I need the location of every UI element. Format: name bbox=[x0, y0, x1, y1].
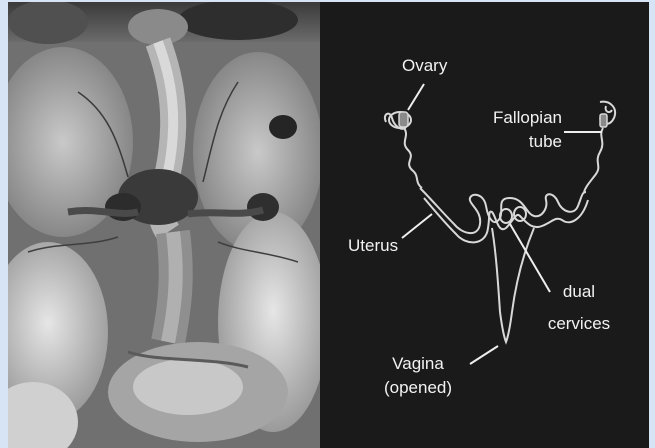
ovary-label: Ovary bbox=[402, 56, 447, 76]
ovary-leader-line bbox=[408, 84, 424, 110]
left-cervix-shape bbox=[500, 209, 512, 223]
vagina-label-line2: (opened) bbox=[368, 378, 468, 398]
vagina-outline bbox=[492, 228, 534, 342]
uterus-inner-outline bbox=[424, 198, 588, 242]
right-cervix-shape bbox=[514, 207, 526, 221]
uterus-label: Uterus bbox=[348, 236, 398, 256]
vagina-label-line1: Vagina bbox=[368, 354, 468, 374]
fallopian-tube-label-line1: Fallopian bbox=[466, 108, 562, 128]
dual-cervices-label-line1: dual bbox=[532, 282, 626, 302]
left-fallopian-tube bbox=[404, 128, 422, 188]
left-ovary-body bbox=[399, 112, 408, 127]
right-ovary-body bbox=[600, 114, 607, 127]
fallopian-tube-label-line2: tube bbox=[466, 132, 562, 152]
dissection-photo-graphic bbox=[8, 2, 320, 448]
uterus-leader-line bbox=[402, 214, 432, 238]
vagina-leader-line bbox=[470, 346, 498, 364]
reproductive-tract-diagram: Ovary Fallopian tube Uterus dual cervice… bbox=[320, 2, 649, 448]
right-fallopian-tube bbox=[584, 128, 603, 192]
dual-cervices-label-line2: cervices bbox=[532, 314, 626, 334]
dissection-photo bbox=[8, 2, 320, 448]
